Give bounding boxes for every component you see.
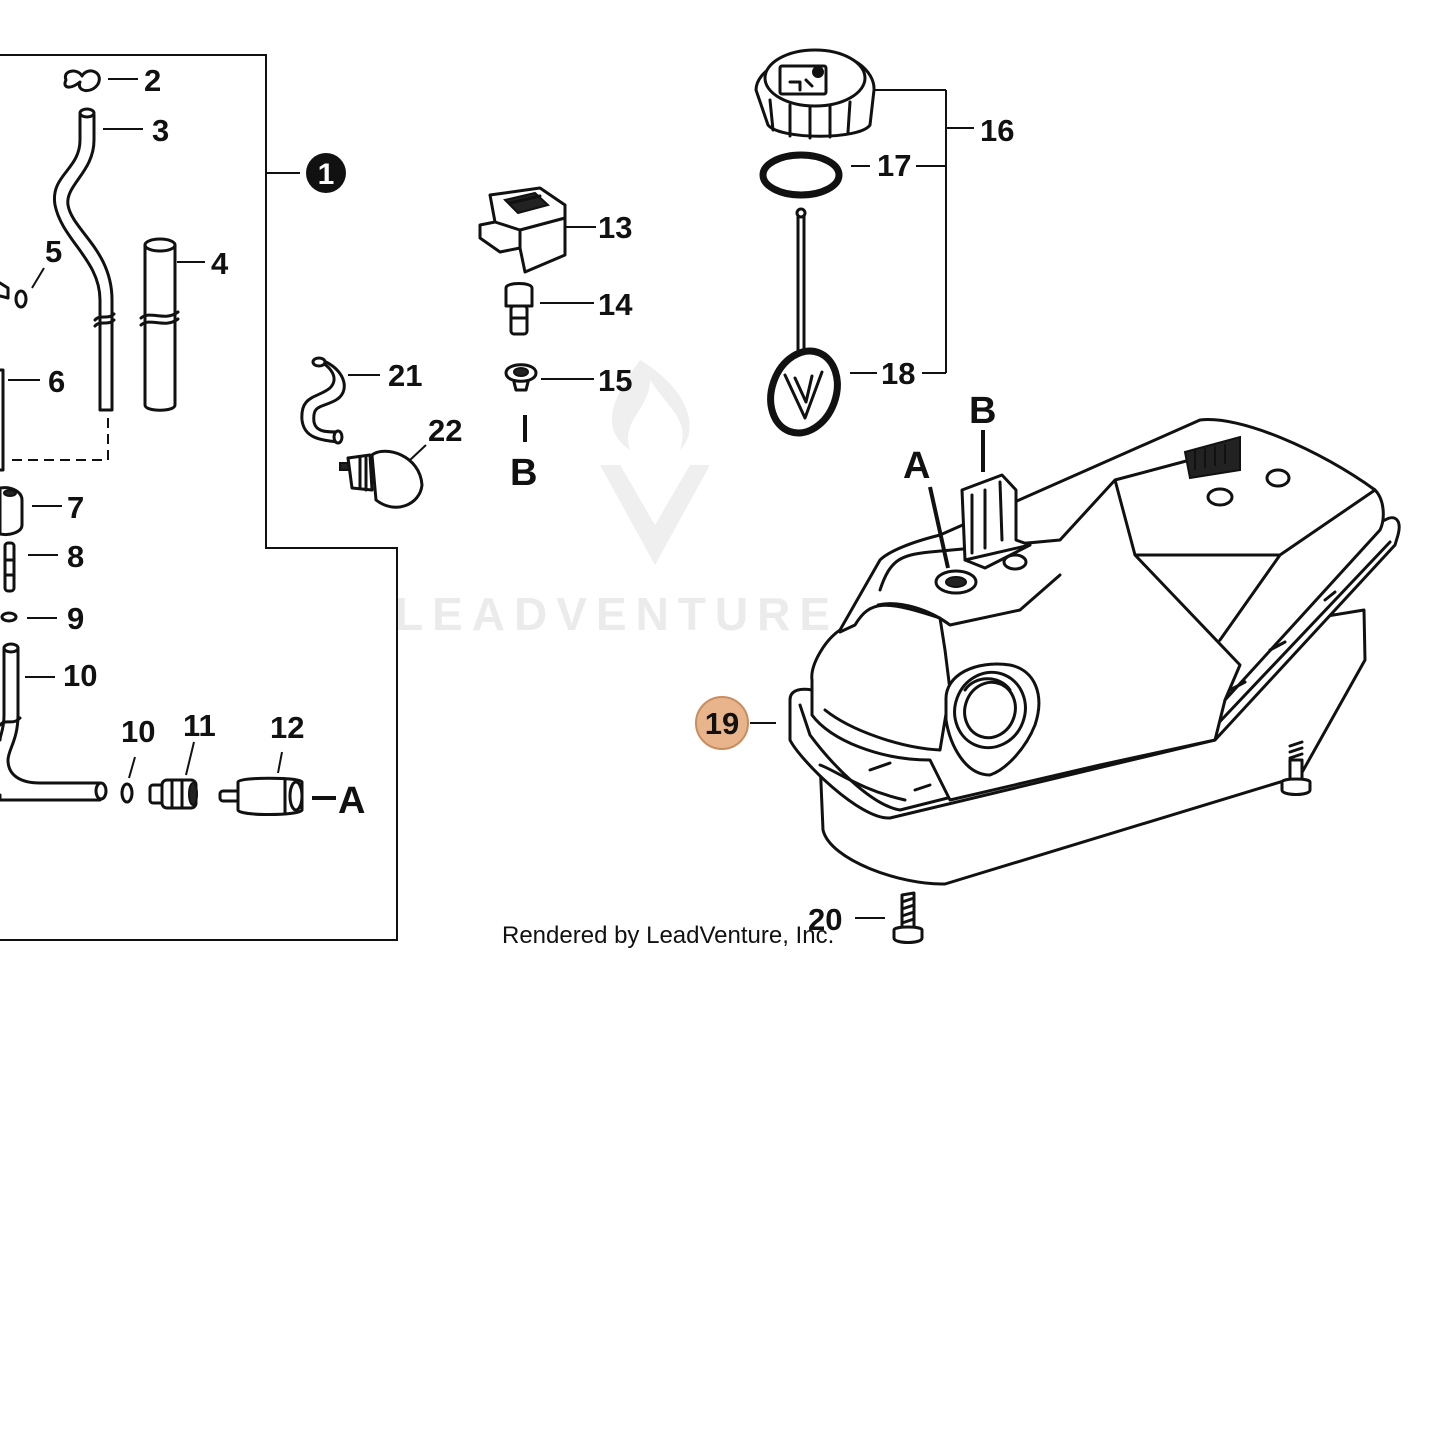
part-2-hose-clip xyxy=(63,69,101,92)
callout-6: 6 xyxy=(48,364,65,399)
part-12-fuel-filter xyxy=(218,776,304,816)
part-22-primer-bulb xyxy=(339,449,424,509)
part-16-fuel-cap xyxy=(754,48,876,140)
part-9-seal xyxy=(0,611,18,623)
part-20-screw xyxy=(1280,740,1312,796)
callout-9: 9 xyxy=(67,601,84,636)
watermark-logo: LEADVENTURE xyxy=(395,360,839,640)
callout-19[interactable]: 19 xyxy=(705,706,739,741)
callout-5: 5 xyxy=(45,234,62,269)
credit-text: Rendered by LeadVenture, Inc. xyxy=(502,922,834,949)
callout-18: 18 xyxy=(881,356,915,391)
callout-14: 14 xyxy=(598,287,633,322)
part-10-fuel-line xyxy=(0,642,108,802)
part-5-o-ring xyxy=(0,281,28,309)
part-7-grommet xyxy=(0,486,24,536)
callout-21: 21 xyxy=(388,358,422,393)
callout-16: 16 xyxy=(980,113,1014,148)
callout-12: 12 xyxy=(270,710,304,745)
part-14-vent-valve xyxy=(504,282,534,336)
callout-7: 7 xyxy=(67,490,84,525)
callout-13: 13 xyxy=(598,210,632,245)
callout-22: 22 xyxy=(428,413,462,448)
connector-a-tank: A xyxy=(903,445,930,487)
connector-a-filter: A xyxy=(338,780,365,822)
part-13-mounting-bracket xyxy=(478,186,567,274)
callout-19-highlight[interactable] xyxy=(695,696,749,750)
part-17-cap-gasket xyxy=(759,151,843,199)
part-18-cap-tether xyxy=(767,207,841,437)
callout-2: 2 xyxy=(144,63,161,98)
part-3-vent-hose xyxy=(10,107,116,461)
callout-10-hose: 10 xyxy=(63,658,97,693)
assembly-bracket xyxy=(0,54,398,941)
part-6-pickup-line xyxy=(0,368,5,472)
part-4-fuel-hose xyxy=(139,237,180,412)
callout-3: 3 xyxy=(152,113,169,148)
part-19-fuel-tank xyxy=(788,418,1401,886)
part-8-fitting xyxy=(3,541,16,593)
watermark-text: LEADVENTURE xyxy=(395,588,839,640)
callout-17: 17 xyxy=(877,148,911,183)
callout-15: 15 xyxy=(598,363,632,398)
connector-b-tank: B xyxy=(969,390,996,432)
part-11-fuel-fitting xyxy=(148,778,198,810)
part-15-grommet xyxy=(504,363,538,392)
assembly-callout-circle xyxy=(306,153,346,193)
assembly-callout-number: 1 xyxy=(318,158,335,191)
callout-11: 11 xyxy=(183,708,216,743)
callout-4: 4 xyxy=(211,246,229,281)
part-10-o-ring xyxy=(120,782,134,804)
part-20-screw-lower xyxy=(892,891,924,944)
connector-b-valve: B xyxy=(510,452,537,494)
callout-10-ring: 10 xyxy=(121,714,155,749)
callout-20: 20 xyxy=(808,902,842,937)
callout-8: 8 xyxy=(67,539,84,574)
part-21-hose xyxy=(300,356,346,445)
